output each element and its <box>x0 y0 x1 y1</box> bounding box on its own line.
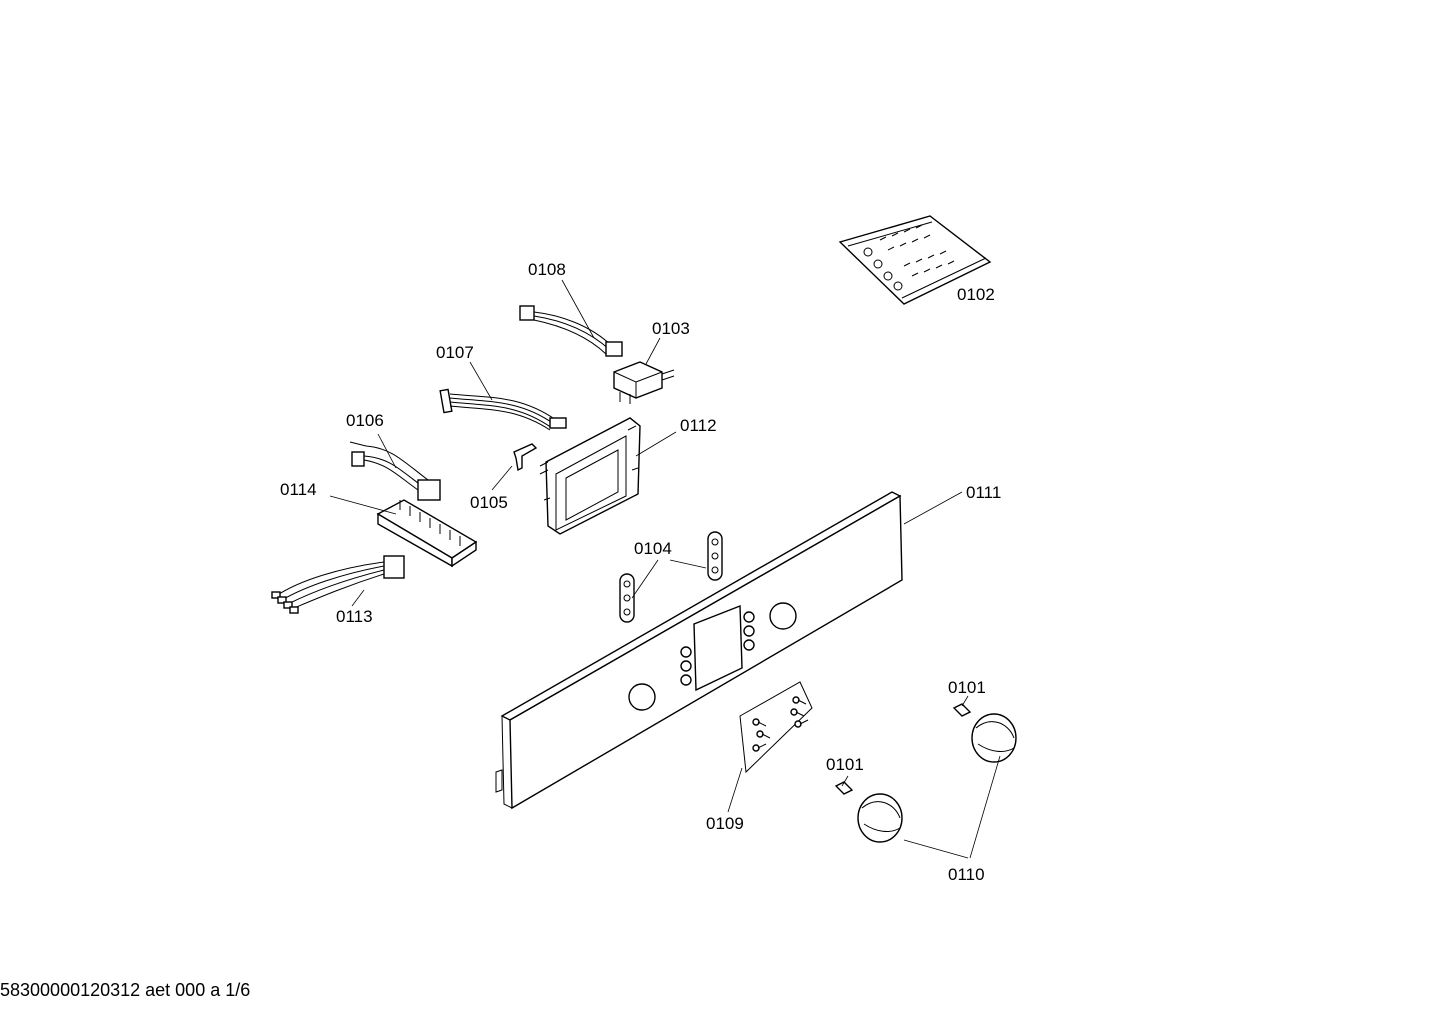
part-0108-cable <box>519 305 623 357</box>
part-0102-screw-bag <box>838 215 992 305</box>
part-0114-terminal-block <box>376 499 478 568</box>
part-0109-screws <box>739 681 813 774</box>
label-0110: 0110 <box>948 865 985 884</box>
label-0105: 0105 <box>470 493 508 512</box>
label-0106: 0106 <box>346 411 384 430</box>
label-0108: 0108 <box>528 260 566 279</box>
part-0107-ribbon-cable <box>439 388 567 431</box>
part-0104-brackets <box>619 531 723 623</box>
part-0105-light-pipe <box>513 443 538 472</box>
label-0102: 0102 <box>957 285 995 304</box>
label-0112: 0112 <box>680 416 717 435</box>
part-0110-knobs <box>857 713 1017 843</box>
label-0114: 0114 <box>280 480 317 499</box>
part-0103-switch <box>613 361 675 404</box>
part-0106-cable <box>349 441 441 501</box>
label-0111: 0111 <box>966 483 1001 502</box>
label-0101-upper: 0101 <box>948 678 986 697</box>
label-0103: 0103 <box>652 319 690 338</box>
label-0101-lower: 0101 <box>826 755 864 774</box>
label-0104: 0104 <box>634 539 672 558</box>
part-0113-cable <box>271 555 405 614</box>
leader-lines <box>329 279 1001 859</box>
label-0109: 0109 <box>706 814 744 833</box>
part-0111-front-panel <box>495 491 903 810</box>
callout-labels: 0108 0103 0107 0106 0112 0114 0105 0111 … <box>280 260 1001 884</box>
part-0101-clips <box>834 703 972 795</box>
label-0113: 0113 <box>336 607 373 626</box>
drawing-reference-footer: 58300000120312 aet 000 a 1/6 <box>0 980 251 1000</box>
part-0112-module <box>539 417 641 535</box>
label-0107: 0107 <box>436 343 474 362</box>
